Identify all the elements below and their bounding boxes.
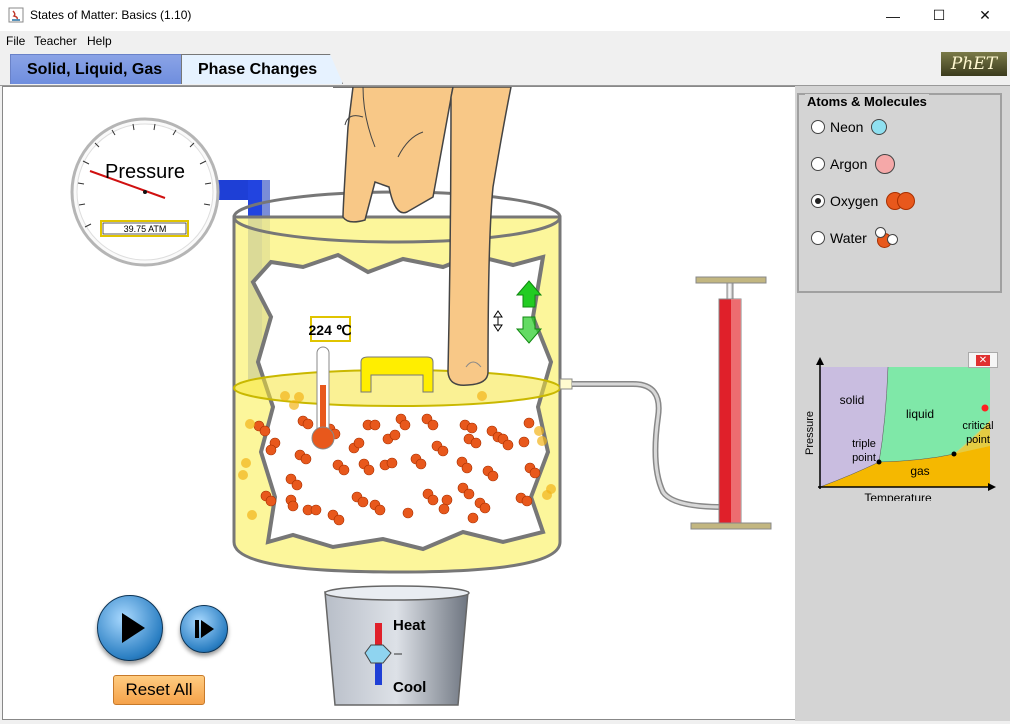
x-axis-label: Temperature bbox=[864, 491, 932, 501]
window-title-bar: States of Matter: Basics (1.10) — ☐ ✕ bbox=[0, 0, 1010, 32]
neon-atom-icon bbox=[871, 119, 888, 135]
tab-bar: Solid, Liquid, Gas Phase Changes bbox=[0, 51, 1010, 86]
argon-atom-icon bbox=[875, 154, 896, 174]
pressure-readout: 39.75 ATM bbox=[124, 224, 167, 234]
y-axis-label: Pressure bbox=[804, 411, 816, 455]
oxygen-molecule-icon bbox=[886, 192, 916, 210]
java-app-icon bbox=[8, 7, 24, 23]
tab-solid-liquid-gas[interactable]: Solid, Liquid, Gas bbox=[10, 54, 182, 84]
maximize-button[interactable]: ☐ bbox=[932, 7, 946, 23]
atoms-panel-title: Atoms & Molecules bbox=[805, 94, 929, 109]
background-molecules bbox=[238, 391, 556, 520]
play-icon bbox=[122, 613, 145, 643]
option-neon-label: Neon bbox=[830, 119, 864, 135]
radio-argon[interactable] bbox=[811, 157, 825, 171]
option-neon[interactable]: Neon bbox=[811, 117, 888, 137]
step-forward-icon bbox=[195, 620, 214, 638]
reset-all-button[interactable]: Reset All bbox=[113, 675, 205, 705]
gauge-label: Pressure bbox=[105, 161, 185, 183]
critical-point-label: critical point bbox=[962, 420, 994, 446]
phase-diagram-close-button[interactable]: ✕ bbox=[968, 352, 998, 368]
window-title: States of Matter: Basics (1.10) bbox=[30, 8, 192, 22]
simulation-canvas: Pressure 39.75 ATM bbox=[2, 86, 796, 720]
water-molecule-icon bbox=[874, 227, 903, 249]
lid-adjust-arrows-icon[interactable] bbox=[515, 280, 543, 344]
option-water[interactable]: Water bbox=[811, 227, 903, 249]
phase-diagram-chart: solid liquid gas Pressure Temperature bbox=[804, 357, 996, 505]
atoms-molecules-panel: Atoms & Molecules Neon Argon Oxygen Wate… bbox=[797, 93, 1002, 293]
simulation-scene: Pressure 39.75 ATM bbox=[70, 86, 772, 706]
cool-label: Cool bbox=[393, 679, 426, 696]
option-water-label: Water bbox=[830, 230, 867, 246]
region-gas-label: gas bbox=[910, 464, 929, 478]
option-argon[interactable]: Argon bbox=[811, 154, 896, 174]
thermometer-readout: 224 ℃ bbox=[309, 322, 352, 338]
radio-water[interactable] bbox=[811, 231, 825, 245]
play-pause-button[interactable] bbox=[97, 595, 163, 661]
triple-point-label: triple point bbox=[852, 438, 876, 464]
option-argon-label: Argon bbox=[830, 156, 868, 172]
radio-oxygen[interactable] bbox=[811, 194, 825, 208]
minimize-button[interactable]: — bbox=[886, 7, 900, 24]
pressure-gauge: Pressure 39.75 ATM bbox=[70, 117, 220, 267]
bicycle-pump[interactable] bbox=[690, 276, 772, 530]
option-oxygen[interactable]: Oxygen bbox=[811, 191, 916, 211]
oxygen-molecules bbox=[253, 413, 541, 526]
phase-diagram: solid liquid gas Pressure Temperature tr… bbox=[802, 351, 1002, 505]
tab-phase-changes[interactable]: Phase Changes bbox=[181, 54, 343, 84]
control-panel: Atoms & Molecules Neon Argon Oxygen Wate… bbox=[795, 86, 1010, 721]
close-icon: ✕ bbox=[976, 354, 990, 366]
heat-label: Heat bbox=[393, 617, 426, 634]
thermometer: 224 ℃ bbox=[309, 316, 352, 450]
menu-bar: File Teacher Help bbox=[0, 31, 1010, 51]
close-button[interactable]: ✕ bbox=[979, 7, 991, 23]
hand-pusher[interactable] bbox=[333, 86, 512, 386]
region-solid-label: solid bbox=[840, 393, 865, 407]
radio-neon[interactable] bbox=[811, 120, 825, 134]
menu-teacher[interactable]: Teacher bbox=[34, 34, 77, 48]
heater-slider-knob[interactable] bbox=[364, 644, 392, 664]
phet-logo[interactable]: PhET bbox=[941, 52, 1007, 76]
pump-hose bbox=[559, 378, 724, 510]
step-button[interactable] bbox=[180, 605, 228, 653]
menu-file[interactable]: File bbox=[6, 34, 26, 48]
heater-cooler[interactable]: Heat Cool bbox=[324, 585, 470, 706]
option-oxygen-label: Oxygen bbox=[830, 193, 879, 209]
current-state-marker bbox=[981, 404, 989, 412]
resize-cursor-icon bbox=[493, 310, 503, 332]
particle-container bbox=[232, 190, 562, 574]
region-liquid-label: liquid bbox=[906, 407, 934, 421]
menu-help[interactable]: Help bbox=[87, 34, 112, 48]
